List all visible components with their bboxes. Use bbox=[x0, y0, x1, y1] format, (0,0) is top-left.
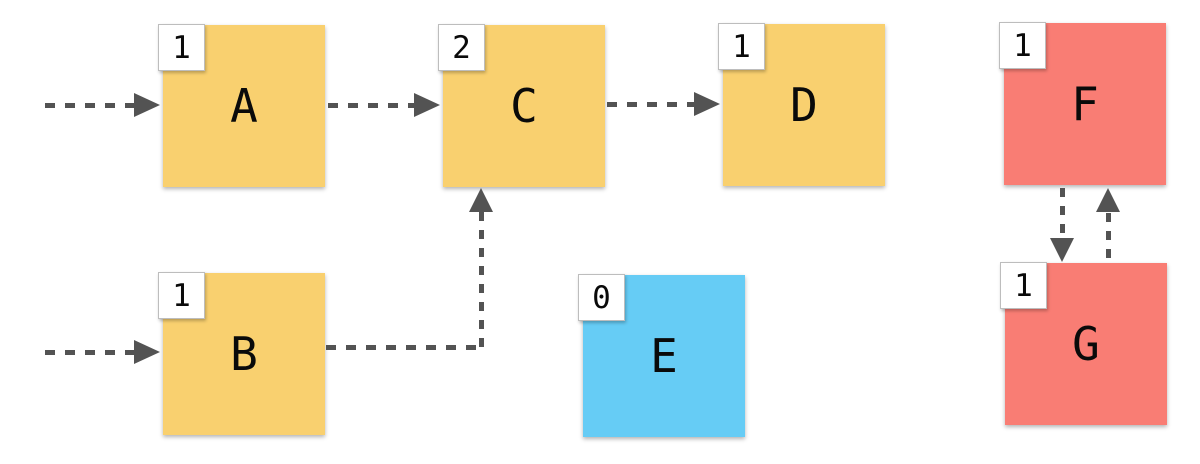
edge-G-F-line bbox=[1106, 213, 1111, 262]
node-A-label: A bbox=[230, 79, 258, 133]
edge-C-D-line bbox=[607, 102, 695, 107]
node-A-refcount-badge: 1 bbox=[158, 24, 205, 71]
edge-B-C-line-vertical bbox=[479, 212, 484, 348]
node-A: 1 A bbox=[158, 24, 325, 187]
node-E-label: E bbox=[650, 329, 678, 383]
node-B-refcount-badge: 1 bbox=[158, 272, 205, 319]
node-D: 1 D bbox=[718, 23, 885, 186]
edge-A-C-arrowhead-icon bbox=[414, 93, 440, 117]
edge-B-C-arrowhead-icon bbox=[469, 188, 493, 212]
edge-G-F-arrowhead-icon bbox=[1096, 188, 1120, 212]
node-C-refcount-badge: 2 bbox=[438, 24, 485, 71]
node-B-label: B bbox=[230, 327, 258, 381]
node-F-label: F bbox=[1071, 77, 1099, 131]
node-G: 1 G bbox=[1000, 262, 1167, 425]
node-E: 0 E bbox=[578, 274, 745, 437]
node-E-refcount-badge: 0 bbox=[578, 274, 625, 321]
edge-F-G-line bbox=[1060, 188, 1065, 240]
edge-F-G-arrowhead-icon bbox=[1050, 238, 1074, 262]
node-D-refcount-badge: 1 bbox=[718, 23, 765, 70]
node-G-refcount-badge: 1 bbox=[1000, 262, 1047, 309]
edge-external-A-arrowhead-icon bbox=[134, 93, 160, 117]
edge-B-C-line-horizontal bbox=[326, 345, 484, 350]
node-C-label: C bbox=[510, 79, 538, 133]
edge-external-B-line bbox=[45, 350, 135, 355]
node-G-label: G bbox=[1072, 317, 1100, 371]
edge-A-C-line bbox=[328, 103, 416, 108]
node-D-label: D bbox=[790, 78, 818, 132]
node-F: 1 F bbox=[999, 22, 1166, 185]
node-F-refcount-badge: 1 bbox=[999, 22, 1046, 69]
edge-external-A-line bbox=[45, 103, 135, 108]
edge-C-D-arrowhead-icon bbox=[694, 92, 720, 116]
node-B: 1 B bbox=[158, 272, 325, 435]
node-C: 2 C bbox=[438, 24, 605, 187]
edge-external-B-arrowhead-icon bbox=[134, 340, 160, 364]
